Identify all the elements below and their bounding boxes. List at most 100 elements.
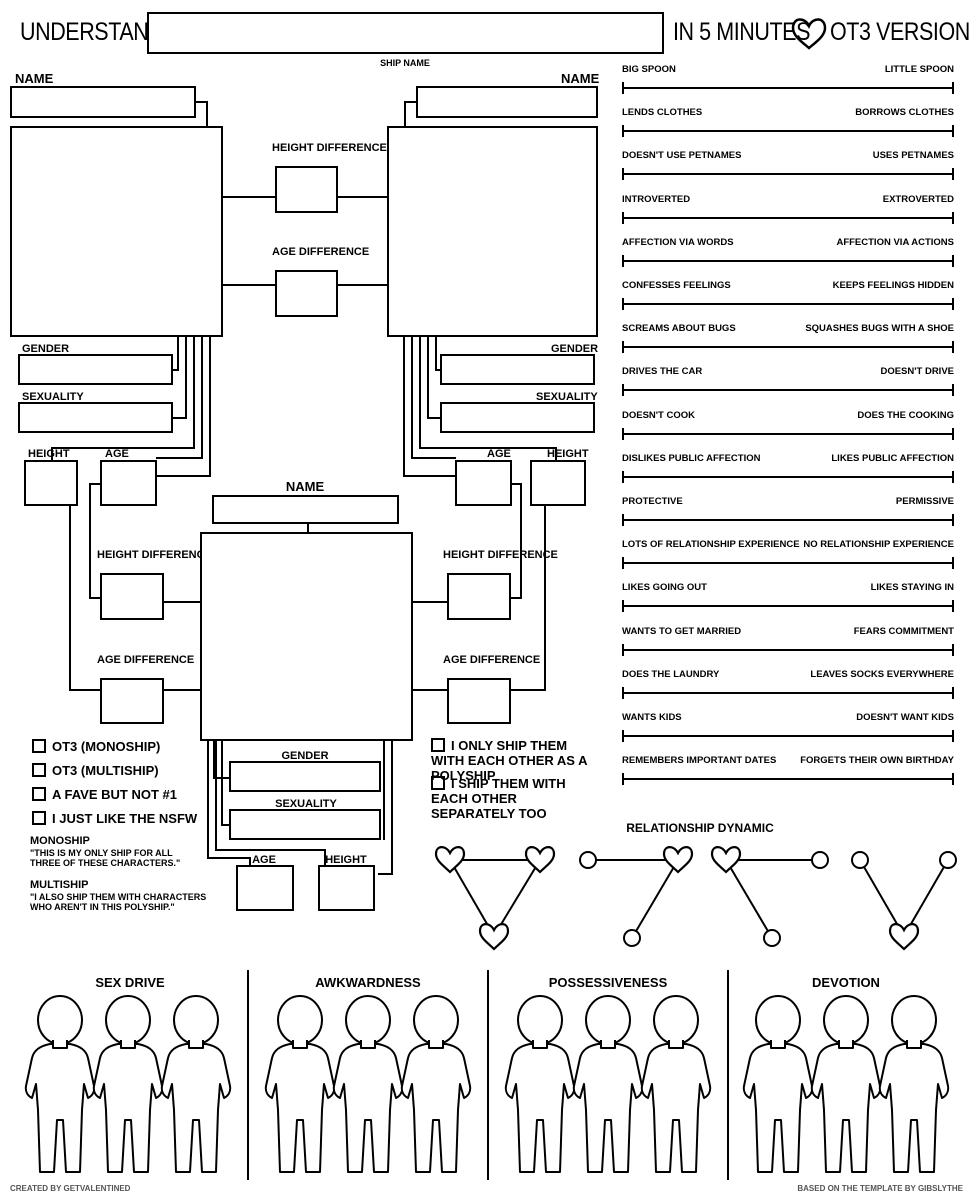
left-height-field[interactable] [24, 460, 78, 506]
checkbox-polyship-only[interactable]: I ONLY SHIP THEM WITH EACH OTHER AS A PO… [431, 738, 587, 783]
scale-slider-track[interactable] [622, 384, 954, 397]
center-name-label: NAME [285, 479, 325, 494]
right-age-field[interactable] [455, 460, 512, 506]
scale-left-label: LIKES GOING OUT [622, 582, 707, 594]
scale-slider-track[interactable] [622, 773, 954, 786]
top-height-diff-field[interactable] [275, 166, 338, 213]
scale-slider-track[interactable] [622, 341, 954, 354]
scale-left-label: CONFESSES FEELINGS [622, 280, 731, 291]
scale-left-label: INTROVERTED [622, 193, 691, 205]
scale-slider-track[interactable] [622, 730, 954, 742]
scale-slider-track[interactable] [622, 470, 954, 483]
figure-icon [742, 995, 814, 1173]
scale-left-label: LOTS OF RELATIONSHIP EXPERIENCE [622, 539, 800, 551]
center-age-field[interactable] [236, 865, 294, 911]
sex-drive-label: SEX DRIVE [95, 975, 165, 990]
scale-right-label: DOESN'T DRIVE [880, 366, 954, 378]
footer-credit-left: CREATED BY GETVALENTINED [10, 1184, 131, 1193]
checkbox-icon[interactable] [431, 776, 445, 790]
center-age-label: AGE [252, 854, 276, 866]
title-left: UNDERSTAND [20, 18, 164, 46]
right-gender-field[interactable] [440, 354, 595, 385]
scale-slider-track[interactable] [622, 643, 954, 656]
scale-left-label: DOESN'T USE PETNAMES [622, 150, 742, 162]
footer-credit-right: BASED ON THE TEMPLATE BY GIBSLYTHE [797, 1184, 963, 1193]
checkbox-nsfw[interactable]: I JUST LIKE THE NSFW [32, 811, 197, 826]
scale-slider-track[interactable] [622, 600, 954, 613]
scale-left-label: LENDS CLOTHES [622, 107, 703, 119]
right-height-field[interactable] [530, 460, 586, 506]
checkbox-separately[interactable]: I SHIP THEM WITH EACH OTHER SEPARATELY T… [431, 776, 566, 821]
left-age-diff-field[interactable] [100, 678, 164, 724]
checkbox-icon[interactable] [32, 787, 46, 801]
center-gender-field[interactable] [229, 761, 381, 792]
scale-slider-track[interactable] [622, 82, 954, 94]
scale-slider-track[interactable] [622, 514, 954, 526]
right-portrait-box[interactable] [387, 126, 598, 337]
title-heart-icon [791, 18, 827, 50]
figure-icon [400, 995, 472, 1173]
scale-slider-track[interactable] [622, 168, 954, 181]
left-name-field[interactable] [10, 86, 196, 118]
checkbox-icon[interactable] [32, 739, 46, 753]
left-gender-field[interactable] [18, 354, 173, 385]
center-sexuality-field[interactable] [229, 809, 381, 840]
checkbox-icon[interactable] [32, 763, 46, 777]
right-age-diff-field[interactable] [447, 678, 511, 724]
ship-name-field[interactable] [147, 12, 664, 54]
figure-icon [572, 995, 644, 1173]
checkbox-ot3-multiship[interactable]: OT3 (MULTISHIP) [32, 763, 159, 778]
right-sexuality-field[interactable] [440, 402, 595, 433]
checkbox-ot3-monoship[interactable]: OT3 (MONOSHIP) [32, 739, 160, 754]
checkbox-icon[interactable] [32, 811, 46, 825]
center-height-field[interactable] [318, 865, 375, 911]
scale-slider-track[interactable] [622, 254, 954, 267]
scale-slider-track[interactable] [622, 211, 954, 224]
left-sexuality-field[interactable] [18, 402, 173, 433]
top-age-diff-field[interactable] [275, 270, 338, 317]
scale-left-label: WANTS TO GET MARRIED [622, 625, 742, 637]
devotion-label: DEVOTION [812, 975, 880, 990]
left-portrait-box[interactable] [10, 126, 223, 337]
center-portrait-box[interactable] [200, 532, 413, 741]
awkwardness-label: AWKWARDNESS [315, 975, 421, 990]
figure-icon [24, 995, 96, 1173]
possessiveness-label: POSSESSIVENESS [548, 975, 668, 990]
scale-slider-track[interactable] [622, 686, 954, 699]
multiship-note: MULTISHIP "I ALSO SHIP THEM WITH CHARACT… [30, 879, 207, 912]
left-height-diff-field[interactable] [100, 573, 164, 620]
scale-slider-track[interactable] [622, 125, 954, 138]
scale-right-label: DOES THE COOKING [857, 409, 954, 421]
right-height-diff-field[interactable] [447, 573, 511, 620]
checkbox-icon[interactable] [431, 738, 445, 752]
ship-name-label: SHIP NAME [380, 58, 430, 68]
scale-slider-track[interactable] [622, 557, 954, 570]
scale-slider-track[interactable] [622, 427, 954, 440]
center-name-field[interactable] [212, 495, 399, 524]
left-age-field[interactable] [100, 460, 157, 506]
monoship-note: MONOSHIP "THIS IS MY ONLY SHIP FOR ALL T… [30, 835, 181, 868]
scale-slider-track[interactable] [622, 298, 954, 310]
figure-icon [264, 995, 336, 1173]
checkbox-fave[interactable]: A FAVE BUT NOT #1 [32, 787, 177, 802]
figure-group-devotion [742, 995, 950, 1173]
right-name-field[interactable] [416, 86, 598, 118]
